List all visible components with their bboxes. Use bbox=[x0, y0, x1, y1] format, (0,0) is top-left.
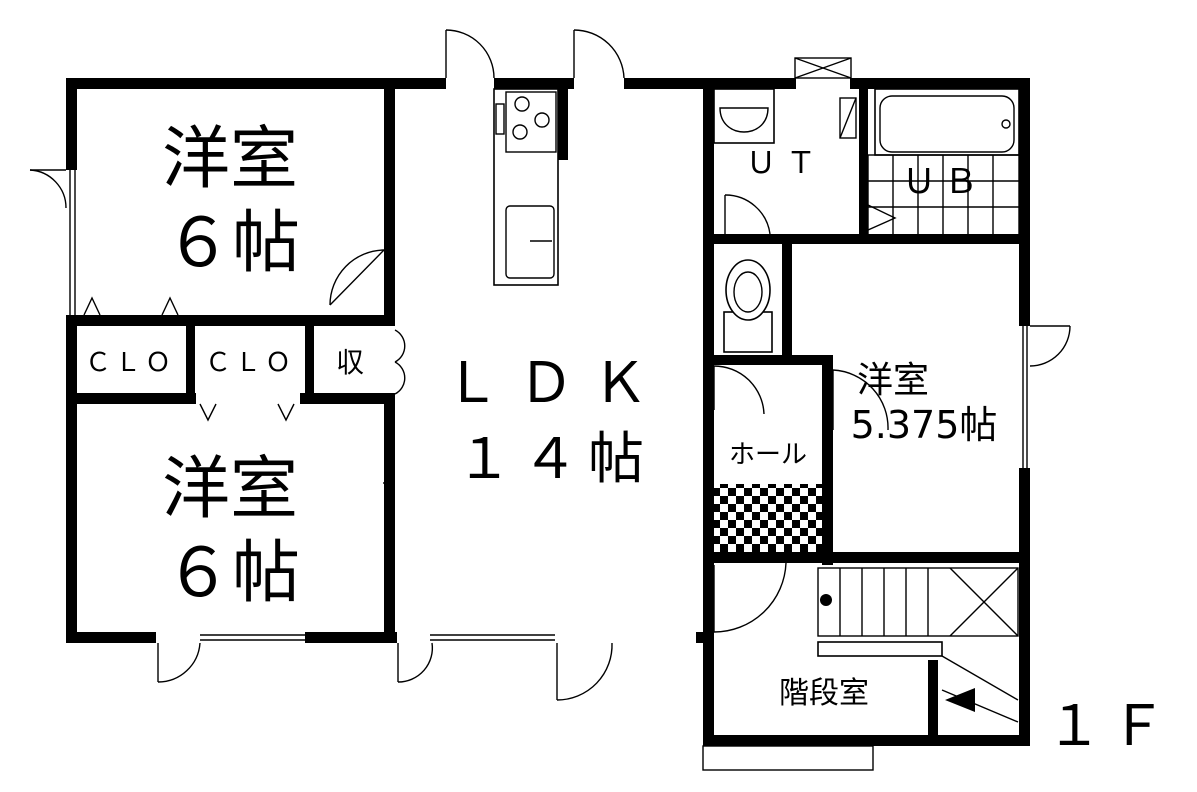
bedroom-top-size: ６帖 bbox=[164, 204, 300, 283]
bath-label: ＵＢ bbox=[902, 162, 986, 202]
doors bbox=[29, 29, 1071, 701]
bedroom-right-name: 洋室 bbox=[857, 360, 929, 401]
sanitary-fixtures bbox=[713, 88, 1020, 353]
stairwell-label: 階段室 bbox=[779, 676, 869, 711]
closet-1-label: ＣＬＯ bbox=[85, 348, 175, 378]
ldk-size: １４帖 bbox=[456, 427, 654, 492]
exterior-walls bbox=[66, 78, 1030, 746]
hall-label: ホール bbox=[729, 440, 807, 470]
kitchen-counter bbox=[493, 88, 559, 286]
bath-floor-tiles bbox=[867, 154, 1020, 236]
staircase bbox=[817, 567, 1019, 723]
windows bbox=[69, 57, 1028, 771]
closet-2-label: ＣＬＯ bbox=[205, 348, 295, 378]
floor-label: １Ｆ bbox=[1046, 694, 1174, 759]
storage-label: 収 bbox=[336, 346, 364, 379]
bedroom-top-name: 洋室 bbox=[162, 120, 298, 199]
toilet-label: ＵＴ bbox=[746, 146, 826, 181]
entrance-floor bbox=[714, 484, 822, 552]
bedroom-bottom-name: 洋室 bbox=[162, 450, 298, 529]
bedroom-bottom-size: ６帖 bbox=[164, 534, 300, 613]
ldk-name: ＬＤＫ bbox=[444, 351, 666, 416]
interior-walls bbox=[66, 78, 1030, 746]
bedroom-right-size: 5.375帖 bbox=[851, 403, 998, 447]
